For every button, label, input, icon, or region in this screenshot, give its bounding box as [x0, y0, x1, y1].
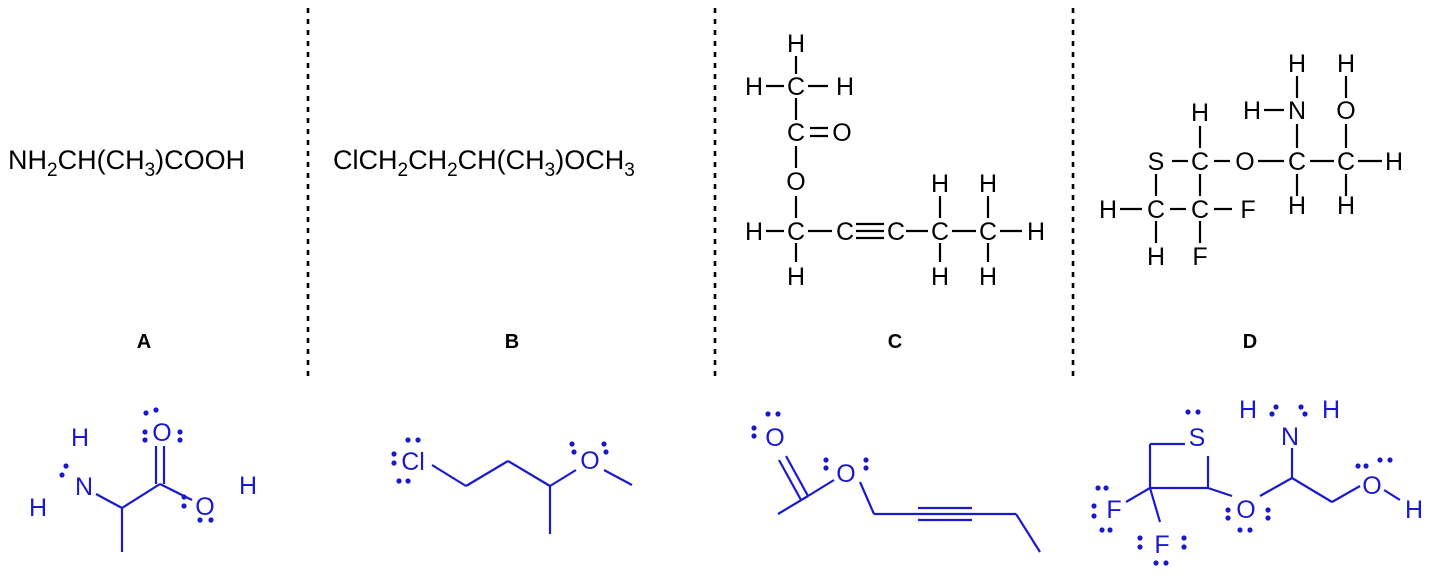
svg-text:H: H: [836, 73, 854, 101]
svg-text:C: C: [787, 218, 805, 246]
svg-text:C: C: [1147, 196, 1165, 224]
svg-text:H: H: [1385, 148, 1403, 176]
structural-formula-c: H H C H C O O H C C C C C H H H H H H: [745, 30, 1045, 291]
svg-text:F: F: [1154, 531, 1169, 559]
bonds-c: [766, 56, 1022, 262]
svg-text:H: H: [1099, 196, 1117, 224]
svg-text:H: H: [1337, 192, 1355, 220]
svg-text:Cl: Cl: [401, 448, 425, 476]
svg-text:O: O: [765, 424, 784, 452]
svg-text:O: O: [195, 493, 214, 521]
svg-text:O: O: [1235, 148, 1254, 176]
svg-text:C: C: [787, 119, 805, 147]
condensed-formula-b: ClCH2CH2CH(CH3)OCH3: [333, 145, 635, 181]
structural-formula-d: H H H N O H S C O C C H H C C F H H H F: [1099, 50, 1403, 271]
svg-text:H: H: [745, 218, 763, 246]
svg-text:H: H: [745, 73, 763, 101]
skeletal-formula-b: Cl O: [391, 437, 633, 534]
svg-text:H: H: [931, 263, 949, 291]
svg-text:H: H: [239, 472, 257, 500]
condensed-formula-a: NH2CH(CH3)COOH: [8, 145, 245, 181]
svg-text:O: O: [1236, 496, 1255, 524]
skeletal-formula-a: H N H O O H: [29, 407, 257, 552]
svg-text:H: H: [1243, 97, 1261, 125]
svg-text:N: N: [75, 473, 93, 501]
svg-text:H: H: [1239, 396, 1257, 424]
svg-text:H: H: [979, 263, 997, 291]
bonds-d: [1120, 76, 1382, 243]
panel-label-a: A: [137, 331, 151, 353]
svg-text:H: H: [979, 170, 997, 198]
svg-text:C: C: [979, 218, 997, 246]
svg-text:C: C: [1191, 148, 1209, 176]
atoms-c: H H C H C O O H C C C C C H H H H H H: [745, 30, 1045, 291]
svg-text:O: O: [152, 419, 171, 447]
svg-text:F: F: [1240, 196, 1255, 224]
svg-text:H: H: [1337, 50, 1355, 78]
svg-text:O: O: [832, 119, 851, 147]
svg-text:F: F: [1192, 243, 1207, 271]
svg-text:H: H: [1322, 396, 1340, 424]
svg-text:O: O: [836, 460, 855, 488]
svg-text:H: H: [787, 30, 805, 58]
svg-text:H: H: [1191, 99, 1209, 127]
svg-text:O: O: [1336, 97, 1355, 125]
svg-text:H: H: [787, 263, 805, 291]
panel-label-b: B: [505, 331, 519, 353]
svg-text:H: H: [1027, 218, 1045, 246]
svg-text:H: H: [1147, 243, 1165, 271]
svg-text:H: H: [931, 170, 949, 198]
svg-text:O: O: [1362, 472, 1381, 500]
svg-text:C: C: [1191, 196, 1209, 224]
svg-text:S: S: [1189, 424, 1206, 452]
svg-text:H: H: [1288, 50, 1306, 78]
svg-text:S: S: [1148, 148, 1165, 176]
svg-text:H: H: [1288, 192, 1306, 220]
svg-text:F: F: [1106, 496, 1121, 524]
svg-text:O: O: [786, 168, 805, 196]
svg-text:H: H: [1405, 496, 1423, 524]
svg-text:C: C: [931, 218, 949, 246]
svg-text:C: C: [787, 73, 805, 101]
svg-text:N: N: [1288, 97, 1306, 125]
svg-text:O: O: [580, 447, 599, 475]
svg-text:N: N: [1281, 423, 1299, 451]
atoms-d: H H H N O H S C O C C H H C C F H H H F: [1099, 50, 1403, 271]
svg-text:H: H: [71, 424, 89, 452]
panel-label-d: D: [1243, 331, 1257, 353]
svg-text:C: C: [1337, 148, 1355, 176]
skeletal-formula-c: O O: [751, 411, 1041, 553]
skeletal-formula-d: S H N H O O H F F: [1091, 396, 1423, 566]
svg-text:C: C: [1288, 148, 1306, 176]
svg-text:C: C: [887, 218, 905, 246]
panel-label-c: C: [888, 331, 902, 353]
svg-text:H: H: [29, 494, 47, 522]
svg-text:C: C: [836, 218, 854, 246]
